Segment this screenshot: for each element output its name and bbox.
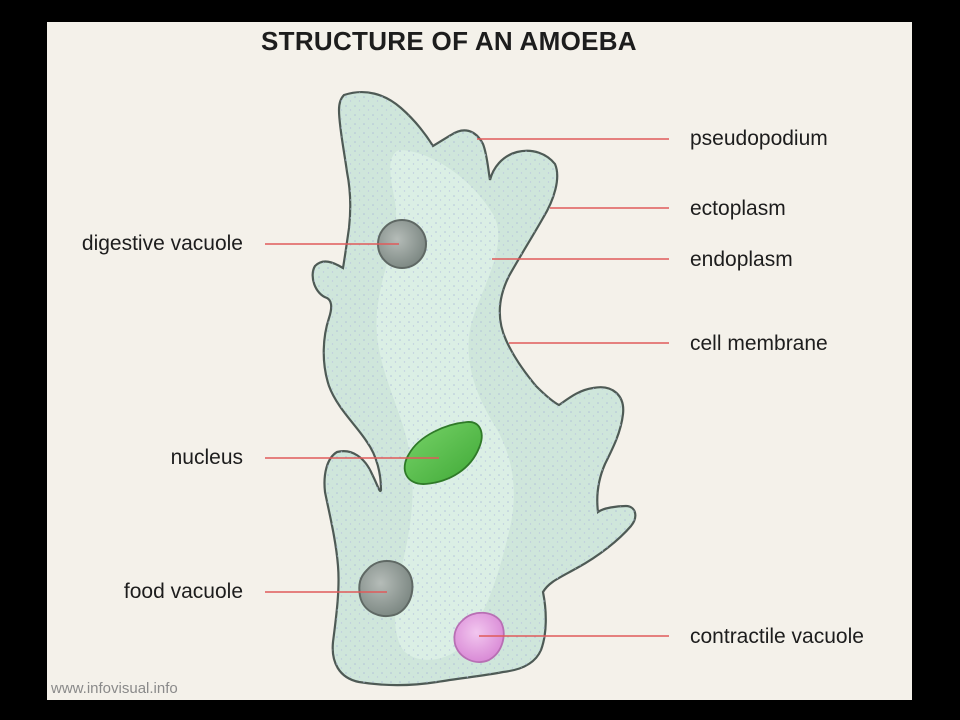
source-credit: www.infovisual.info [51, 680, 178, 697]
label-food-vacuole: food vacuole [123, 580, 243, 603]
food-vacuole [358, 560, 414, 617]
label-nucleus: nucleus [170, 446, 243, 469]
label-contractile-vacuole: contractile vacuole [690, 625, 864, 648]
nucleus [403, 421, 483, 485]
label-digestive-vacuole: digestive vacuole [81, 232, 243, 255]
label-ectoplasm: ectoplasm [690, 197, 786, 220]
amoeba-diagram [265, 91, 669, 687]
diagram-title: STRUCTURE OF AN AMOEBA [261, 26, 637, 56]
leader-lines [265, 138, 669, 637]
label-pseudopodium: pseudopodium [690, 127, 828, 150]
diagram-panel: STRUCTURE OF AN AMOEBA pseudopodium ecto… [47, 22, 912, 700]
label-endoplasm: endoplasm [690, 248, 793, 271]
label-cell-membrane: cell membrane [690, 332, 828, 355]
contractile-vacuole [453, 611, 505, 663]
